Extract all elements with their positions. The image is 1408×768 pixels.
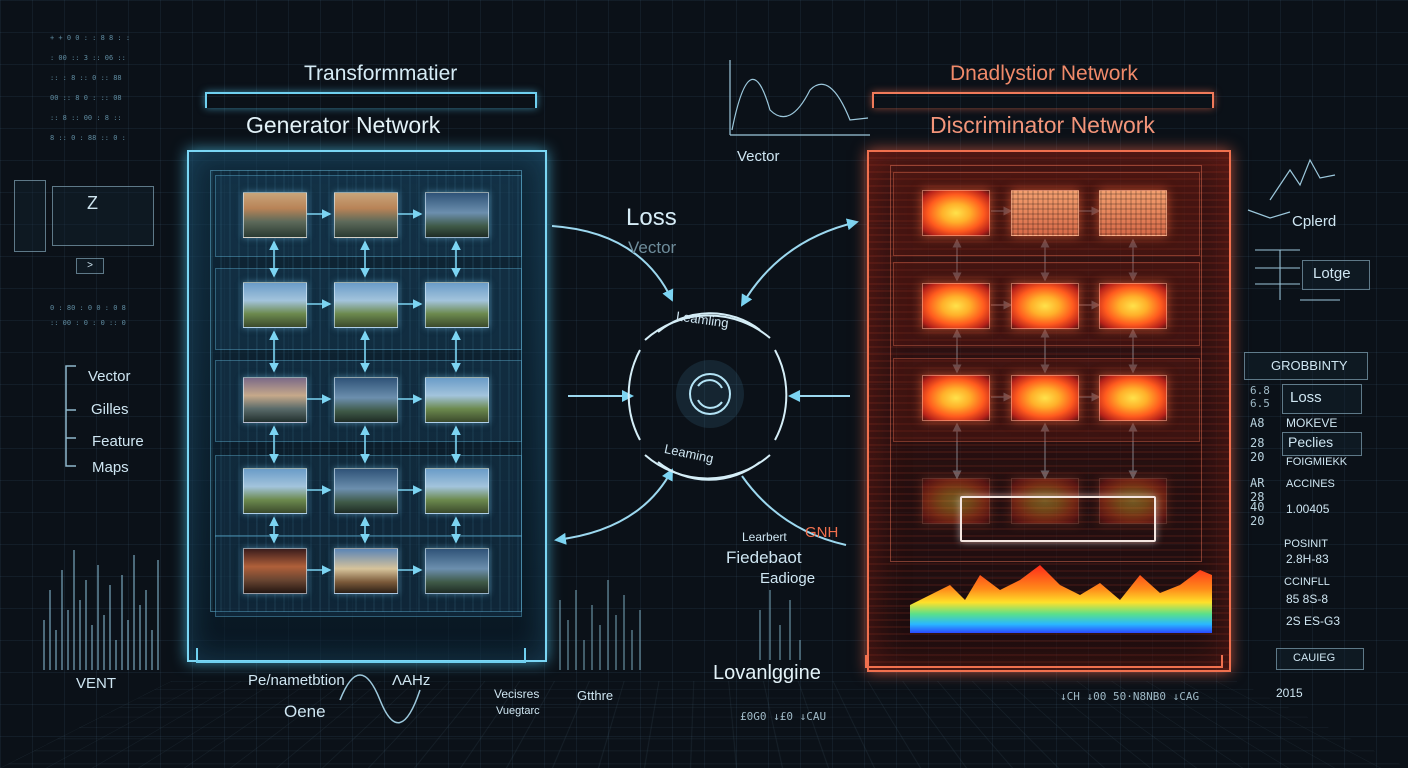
right-row-label: ACCINES	[1286, 478, 1335, 490]
feature-map	[1011, 283, 1079, 329]
bottom-code-right: ↓CH ↓00 50·N8NB0 ↓CAG	[1060, 690, 1199, 703]
feature-map	[1099, 190, 1167, 236]
discriminator-top-bracket	[872, 92, 1214, 108]
bottom-label-vecisres: Vecisres	[494, 687, 539, 701]
feedback-label-1: Learbert	[742, 530, 787, 544]
cauieg-box: CAUIEG	[1276, 648, 1364, 670]
feature-map	[1099, 283, 1167, 329]
feedback-label-2: Fiedebaot	[726, 548, 802, 568]
right-row-value: 28	[1250, 436, 1264, 450]
right-row-label: CAUIEG	[1293, 652, 1335, 664]
right-row-label: 1.00405	[1286, 502, 1329, 516]
loss-vector-label: Vector	[628, 238, 676, 258]
vector-chart-label: Vector	[737, 148, 780, 165]
right-heading-box: GROBBINTY	[1244, 352, 1368, 380]
feature-map	[1011, 190, 1079, 236]
loss-label: Loss	[626, 204, 677, 232]
right-row-value: 40 20	[1250, 500, 1264, 528]
lotge-label: Lotge	[1313, 265, 1351, 282]
right-row-value: 6.8 6.5	[1250, 384, 1270, 410]
discriminator-spectrum	[910, 555, 1212, 633]
right-row-label: POSINIT	[1284, 538, 1328, 550]
feature-map	[1099, 375, 1167, 421]
feature-map	[1011, 375, 1079, 421]
right-row-label: Peclies	[1288, 434, 1333, 450]
lotge-box: Lotge	[1302, 260, 1370, 290]
cplerd-label: Cplerd	[1292, 213, 1336, 230]
feedback-label-3: Eadioge	[760, 570, 815, 587]
year-label: 2015	[1276, 686, 1303, 700]
right-row-label: CCINFLL	[1284, 576, 1330, 588]
right-heading: GROBBINTY	[1271, 358, 1348, 373]
discriminator-bottom-bracket	[862, 655, 1232, 675]
right-row-label: 2S ES-G3	[1286, 614, 1340, 628]
generator-bottom-sublabel: Oene	[284, 702, 326, 722]
discriminator-output-pane	[960, 496, 1156, 542]
feature-map	[922, 190, 990, 236]
bottom-label-vuegtarc: Vuegtarc	[496, 705, 540, 717]
bottom-code-left: £0G0 ↓£0 ↓CAU	[740, 710, 826, 723]
right-row-label: 2.8H-83	[1286, 552, 1329, 566]
right-row-label: Loss	[1290, 389, 1322, 406]
right-row-label: FOIGMIEKK	[1286, 456, 1347, 468]
discriminator-top-title: Dnadlystior Network	[950, 62, 1138, 86]
feature-map	[922, 375, 990, 421]
right-row-value: 20	[1250, 450, 1264, 464]
right-row-value: A8	[1250, 416, 1264, 430]
right-row-label: 85 8S-8	[1286, 592, 1328, 606]
gnh-label: GNH	[805, 524, 838, 541]
generator-bottom-label: Pe/nametbtion	[248, 672, 345, 689]
feature-map	[922, 283, 990, 329]
generator-bottom-unit: ΛAHz	[392, 672, 430, 689]
bottom-label-gtthre: Gtthre	[577, 688, 613, 703]
center-bottom-title: Lovanlggine	[713, 662, 821, 685]
discriminator-title: Discriminator Network	[930, 112, 1155, 139]
right-row-label: MOKEVE	[1286, 416, 1337, 430]
